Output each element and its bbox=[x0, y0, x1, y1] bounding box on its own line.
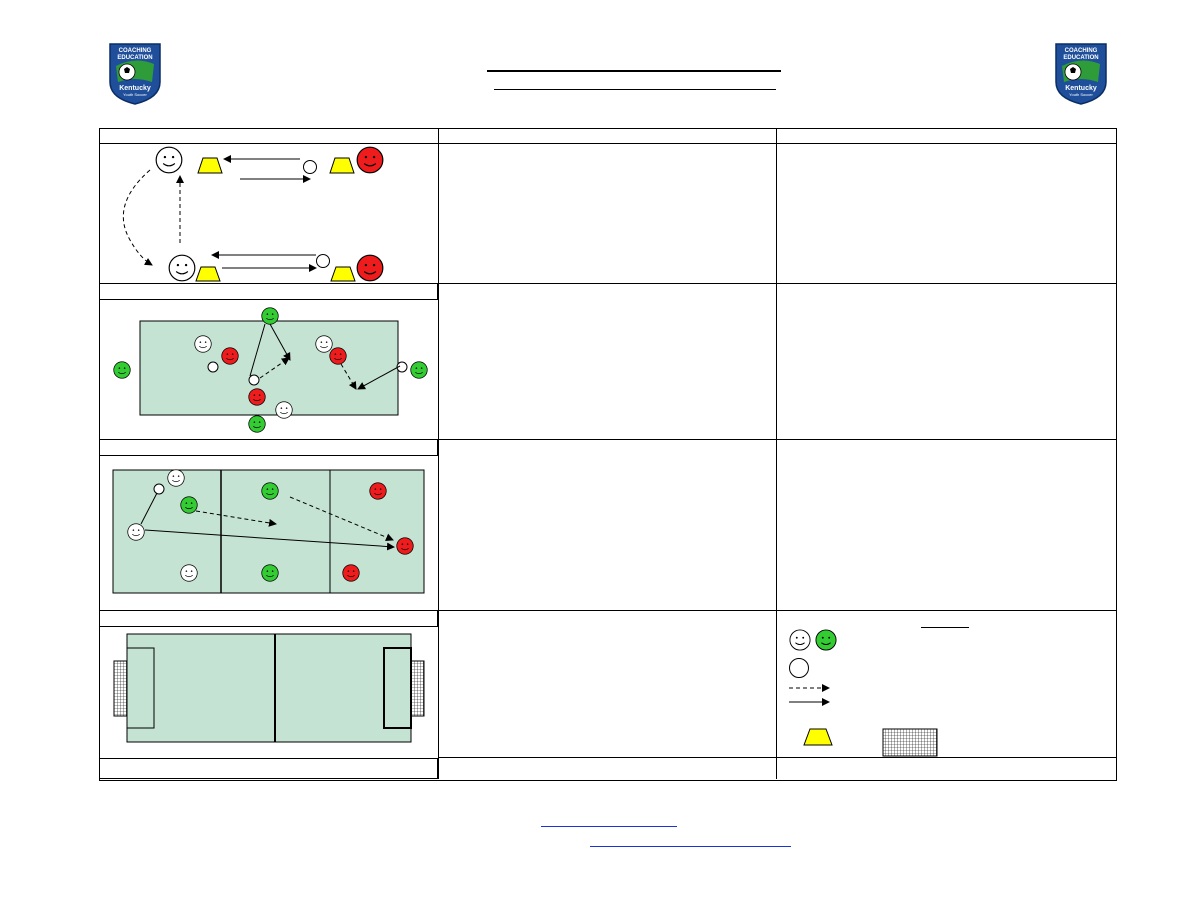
green-player bbox=[261, 307, 279, 325]
ball bbox=[153, 483, 165, 495]
run-arrow bbox=[289, 496, 394, 541]
header-row-divider bbox=[99, 143, 1116, 144]
red-player bbox=[221, 347, 239, 365]
logo-line4: Youth Soccer bbox=[123, 92, 147, 97]
diagram-small-sided-game bbox=[113, 307, 428, 433]
key-legend bbox=[789, 629, 938, 757]
goal bbox=[113, 660, 128, 717]
pass-arrow bbox=[357, 365, 401, 390]
pass-arrow bbox=[144, 529, 395, 551]
column-divider-1 bbox=[438, 128, 439, 779]
ball bbox=[396, 361, 408, 373]
activity-label-4 bbox=[99, 758, 438, 779]
activity-label-2 bbox=[99, 439, 438, 456]
ball bbox=[248, 374, 260, 386]
logo-line1: COACHING bbox=[1065, 48, 1098, 54]
red-player bbox=[248, 388, 266, 406]
red-player bbox=[329, 347, 347, 365]
logo-line3: Kentucky bbox=[1065, 85, 1097, 92]
red-player bbox=[356, 146, 384, 174]
green-player bbox=[113, 361, 131, 379]
ball-icon bbox=[789, 658, 809, 678]
run-arrow bbox=[259, 357, 290, 379]
diagram-full-field-game bbox=[113, 633, 425, 743]
row-divider-1 bbox=[438, 283, 1116, 284]
cone-icon bbox=[803, 728, 833, 746]
white-player bbox=[275, 401, 293, 419]
white-player bbox=[127, 523, 145, 541]
cone bbox=[329, 157, 355, 174]
column-divider-2 bbox=[776, 128, 777, 779]
right-logo: COACHING EDUCATION Kentucky Youth Soccer bbox=[1052, 42, 1110, 106]
page-title-underline bbox=[487, 70, 781, 72]
footer-link-2-underline bbox=[590, 846, 791, 847]
diagram-warmup-passing bbox=[122, 146, 384, 282]
red-player bbox=[369, 482, 387, 500]
green-player bbox=[410, 361, 428, 379]
players-icon bbox=[815, 629, 837, 651]
green-player bbox=[180, 496, 198, 514]
white-player bbox=[167, 469, 185, 487]
logo-line2: EDUCATION bbox=[117, 55, 152, 61]
ball bbox=[303, 160, 317, 174]
diagram-three-zone-game bbox=[112, 469, 425, 594]
logo-line2: EDUCATION bbox=[1063, 55, 1098, 61]
page-subtitle-underline bbox=[494, 89, 776, 90]
green-player bbox=[261, 564, 279, 582]
cone bbox=[197, 157, 223, 174]
key-title-underline bbox=[921, 627, 969, 628]
footer-link-1-underline bbox=[541, 826, 677, 827]
cone bbox=[195, 266, 221, 282]
white-player bbox=[155, 146, 183, 174]
cone bbox=[330, 266, 356, 282]
red-player bbox=[356, 254, 384, 282]
field bbox=[139, 320, 399, 416]
red-player bbox=[396, 537, 414, 555]
white-player bbox=[194, 335, 212, 353]
goal-icon bbox=[882, 728, 938, 757]
row-divider-2 bbox=[438, 439, 1116, 440]
run-arrow bbox=[122, 169, 153, 266]
left-logo: COACHING EDUCATION Kentucky Youth Soccer bbox=[106, 42, 164, 106]
activity-label-1 bbox=[99, 283, 438, 300]
white-player bbox=[315, 335, 333, 353]
ball bbox=[207, 361, 219, 373]
pass-line bbox=[140, 492, 158, 525]
logo-line1: COACHING bbox=[119, 48, 152, 54]
field bbox=[126, 633, 412, 743]
activity-label-3 bbox=[99, 610, 438, 627]
players-icon bbox=[789, 629, 811, 651]
pass-line bbox=[249, 323, 266, 377]
white-player bbox=[180, 564, 198, 582]
green-player bbox=[261, 482, 279, 500]
red-player bbox=[342, 564, 360, 582]
logo-line4: Youth Soccer bbox=[1069, 92, 1093, 97]
pass-arrow bbox=[269, 323, 291, 361]
logo-line3: Kentucky bbox=[119, 85, 151, 92]
ball bbox=[316, 254, 330, 268]
run-arrow bbox=[340, 363, 357, 390]
green-player bbox=[248, 415, 266, 433]
white-player bbox=[168, 254, 196, 282]
row-divider-3 bbox=[438, 610, 1116, 611]
goal bbox=[410, 660, 425, 717]
row-divider-4 bbox=[438, 757, 1116, 758]
